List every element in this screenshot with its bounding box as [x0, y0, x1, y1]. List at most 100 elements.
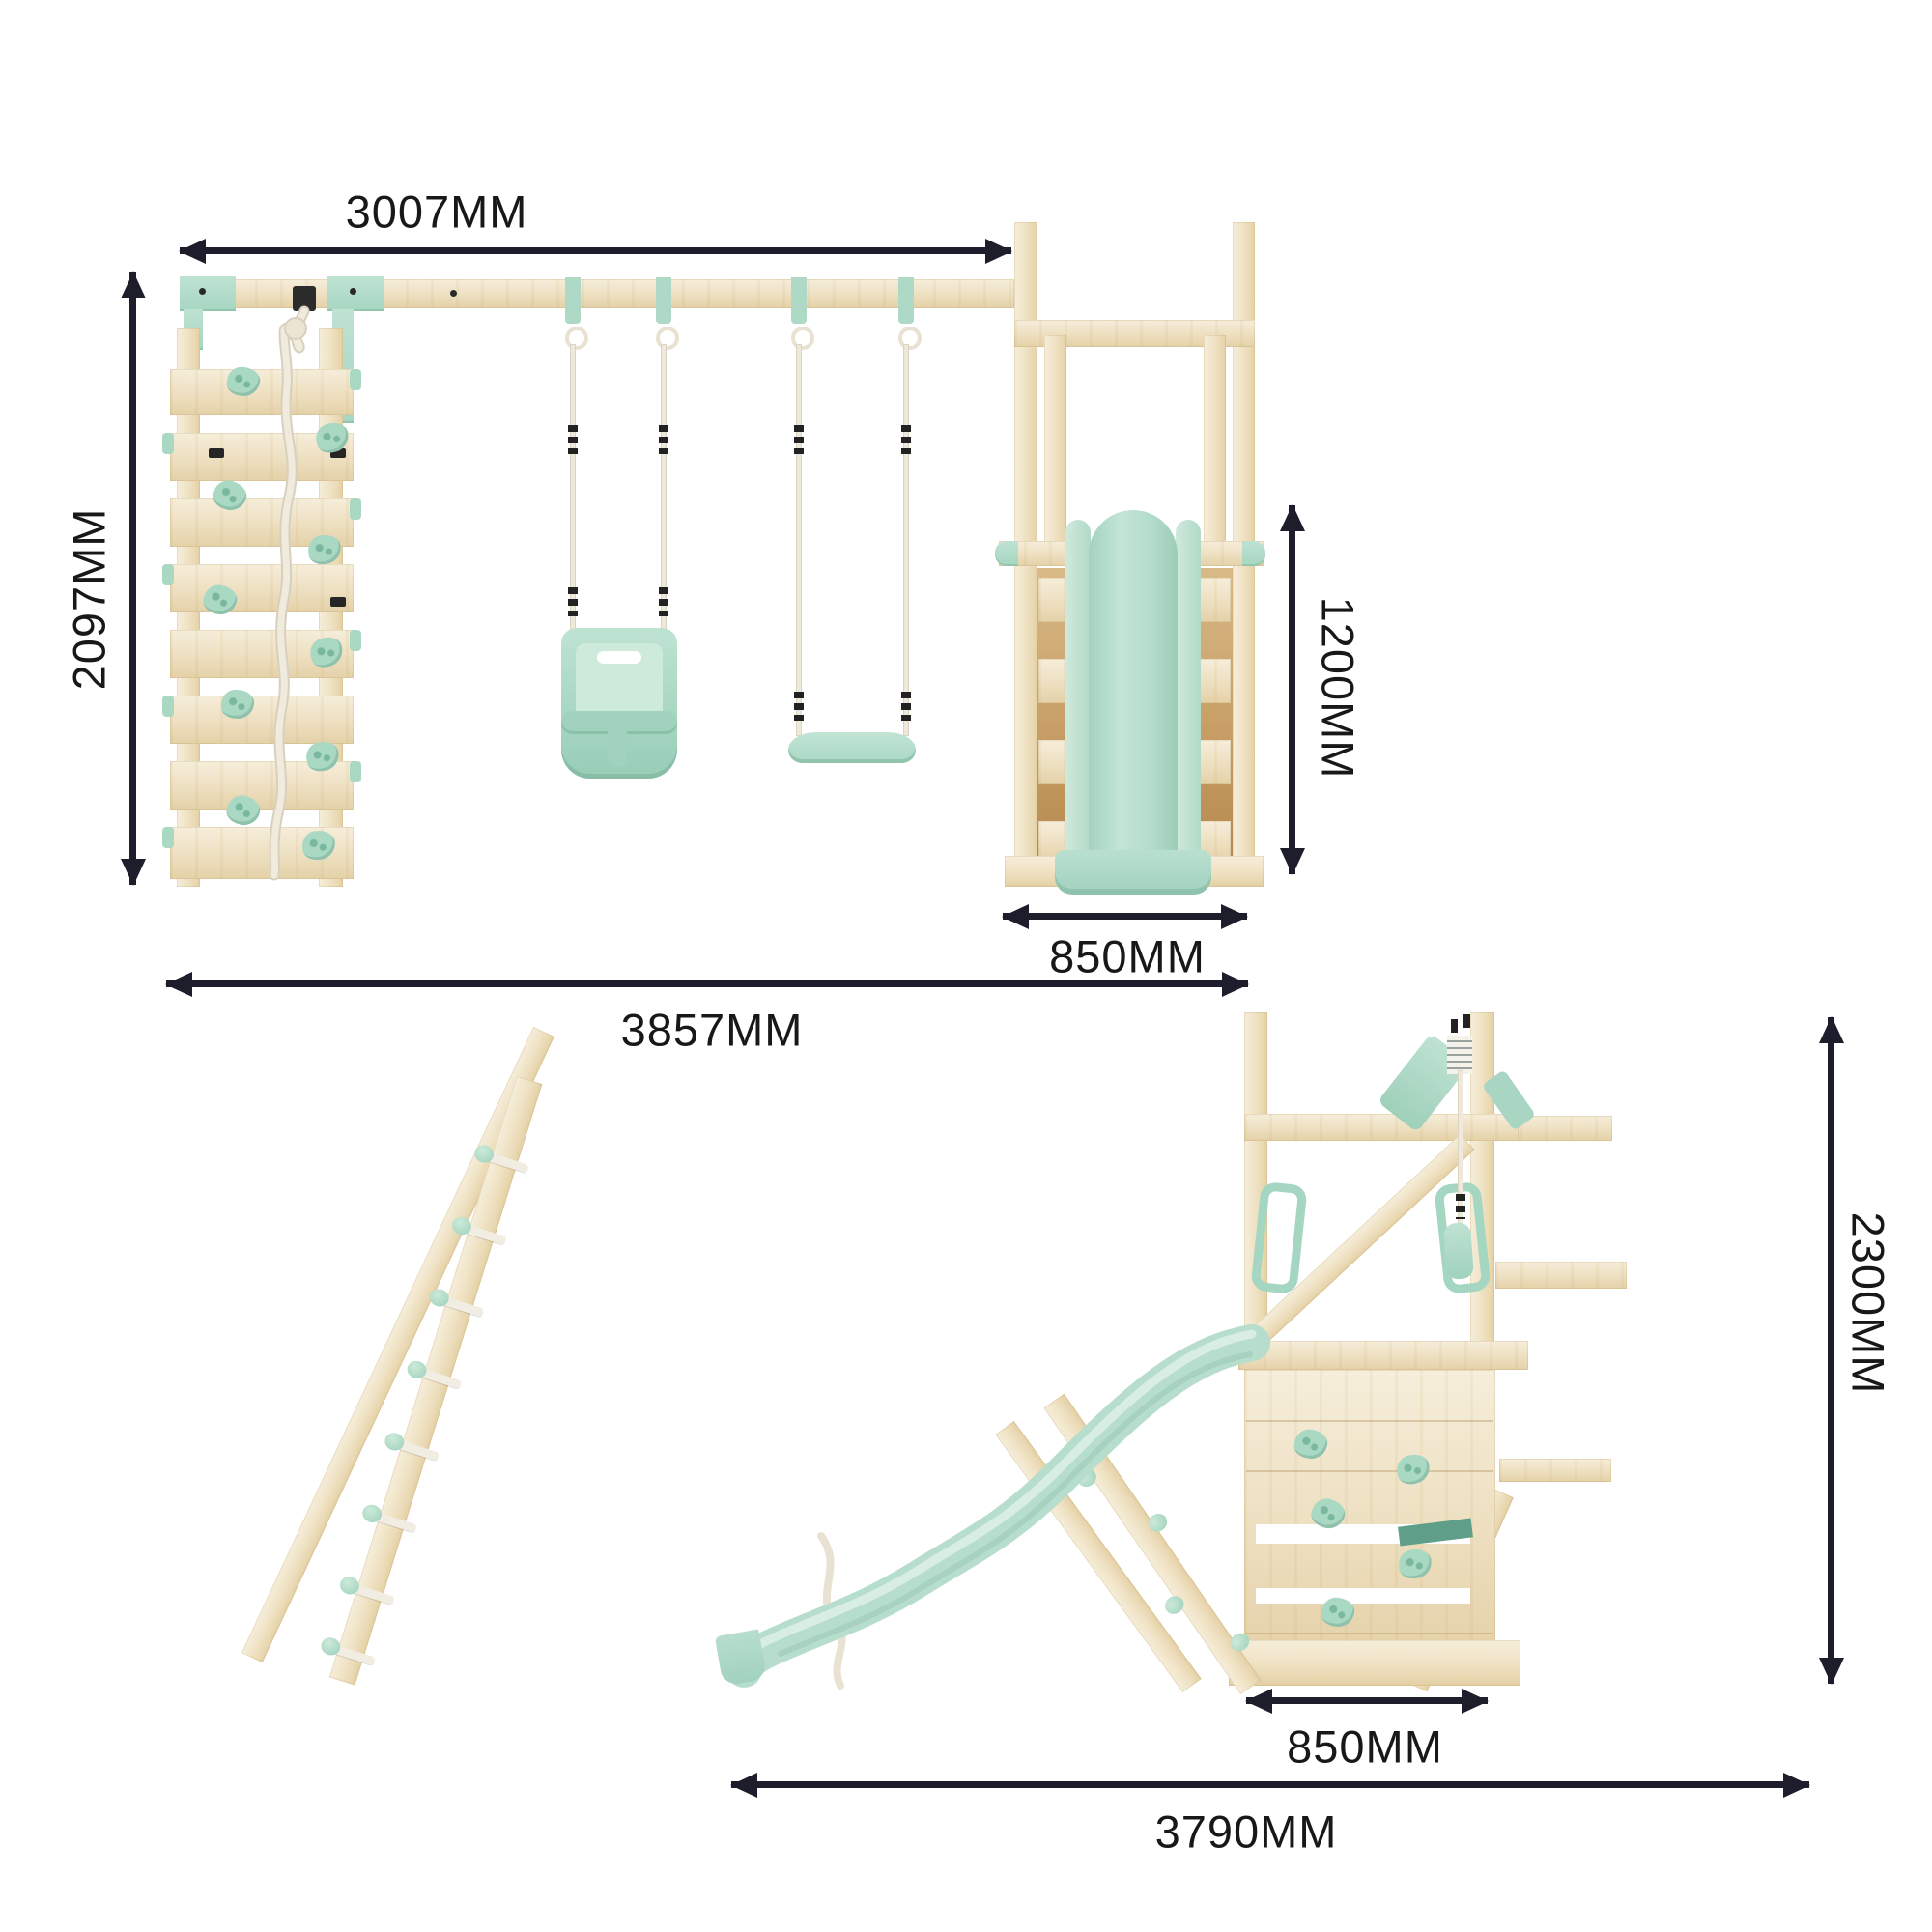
tower-base-plate-side: [1229, 1640, 1520, 1686]
swing-shackle-ring: [565, 327, 588, 350]
platform-cap-left: [995, 541, 1018, 566]
rope-grip: [901, 425, 911, 454]
slide-front-exit-flare: [1055, 850, 1211, 895]
front-view-diagram: 3007MM 2097MM 1200MM 850MM 3857MM: [63, 185, 1364, 1056]
tower-inner-post-left: [1044, 335, 1066, 554]
slat-bracket: [350, 369, 361, 390]
aframe-cross-brace: [1495, 1262, 1627, 1289]
slat-bracket: [162, 827, 174, 848]
swing-hanger: [791, 277, 807, 324]
bolt: [1451, 1019, 1458, 1033]
swing-hanger: [565, 277, 581, 324]
rope-grip: [568, 425, 578, 454]
plank-seam: [1246, 1470, 1493, 1472]
slat-bracket: [162, 696, 174, 717]
swing-rope: [661, 344, 667, 634]
dimension-wall-height-label: 2097MM: [63, 507, 115, 691]
dimension-overall-depth-label: 3790MM: [1154, 1805, 1338, 1858]
slide-front-bed: [1089, 510, 1178, 866]
arrowhead-left-icon: [1002, 903, 1029, 929]
rope-grip: [659, 425, 668, 454]
swing-shackle-ring: [898, 327, 922, 350]
slide-side-view: [725, 1324, 1270, 1688]
arrowhead-down-icon: [1818, 1658, 1844, 1685]
arrowhead-left-icon: [730, 1772, 757, 1798]
dimension-overall-width-label: 3857MM: [620, 1004, 804, 1056]
rope-grip: [568, 587, 578, 616]
dimension-tower-width-label: 850MM: [1049, 930, 1206, 982]
rope-hook: [209, 448, 224, 458]
platform-cap-right: [1242, 541, 1265, 566]
arrowhead-up-icon: [1818, 1016, 1844, 1043]
arrowhead-up-icon: [1279, 504, 1305, 531]
dimension-overall-height-label: 2300MM: [1842, 1211, 1894, 1395]
dimension-tower-width-line: [1002, 903, 1248, 929]
swing-rope: [903, 344, 909, 736]
swing-rope: [796, 344, 802, 736]
baby-seat-crotch-strap: [608, 711, 627, 767]
arrowhead-right-icon: [985, 238, 1012, 264]
arrowhead-right-icon: [1221, 903, 1248, 929]
rope-grip: [794, 425, 804, 454]
screw: [450, 290, 457, 297]
swing-shackle-ring: [656, 327, 679, 350]
swing-rope: [570, 344, 576, 634]
dimension-beam-length-line: [179, 238, 1012, 264]
arrowhead-left-icon: [1245, 1688, 1272, 1714]
wall-slat: [170, 369, 354, 415]
slat-bracket: [162, 564, 174, 585]
dimension-slide-height-label: 1200MM: [1312, 596, 1364, 780]
rope-grip: [1456, 1194, 1465, 1219]
rope-grip: [794, 692, 804, 721]
arrowhead-left-icon: [179, 238, 206, 264]
slat-bracket: [350, 761, 361, 782]
flat-swing-seat: [788, 732, 916, 763]
arrowhead-up-icon: [120, 271, 146, 298]
plank-seam: [1246, 1420, 1493, 1422]
arrowhead-right-icon: [1783, 1772, 1810, 1798]
climbing-wall-side-panel: [1244, 1370, 1495, 1660]
arrowhead-down-icon: [120, 859, 146, 886]
beam-corner-bracket-left: [180, 276, 236, 311]
climbing-wall-front: [155, 307, 361, 887]
slide-front-right-rail: [1176, 520, 1201, 860]
platform-deck-side: [1238, 1341, 1528, 1370]
swing-hanger: [898, 277, 914, 324]
plank-seam: [1246, 1633, 1493, 1634]
dimension-overall-width-line: [165, 971, 1249, 997]
slat-bracket: [350, 498, 361, 520]
screw: [350, 288, 356, 295]
aframe-walkway: [1499, 1459, 1611, 1482]
dimension-overall-depth-line: [730, 1772, 1810, 1798]
rope-grip: [901, 692, 911, 721]
swing-beam: [180, 279, 1014, 308]
swing-shackle-ring: [791, 327, 814, 350]
wall-slat: [170, 564, 354, 612]
side-view-diagram: 2300MM 850MM 3790MM: [0, 966, 1932, 1932]
tower-inner-post-right: [1204, 335, 1226, 554]
slat-bracket: [162, 433, 174, 454]
rope-hook: [330, 597, 346, 607]
rope-hook: [330, 448, 346, 458]
dimension-beam-length-label: 3007MM: [345, 185, 528, 238]
dimension-overall-height-line: [1818, 1016, 1844, 1685]
wall-gap: [1256, 1588, 1470, 1604]
rope-grip: [659, 587, 668, 616]
slide-front-left-rail: [1065, 520, 1091, 860]
swing-hanger: [656, 277, 671, 324]
dimension-base-depth-line: [1245, 1688, 1489, 1714]
beam-end-strap: [1447, 1036, 1472, 1074]
arrowhead-down-icon: [1279, 848, 1305, 875]
beam-bracket-mid: [327, 276, 384, 311]
screw: [199, 288, 206, 295]
climbing-rope: [269, 305, 310, 881]
baby-seat-handle-slot: [597, 651, 641, 664]
arrowhead-left-icon: [165, 971, 192, 997]
dimension-base-depth-label: 850MM: [1287, 1720, 1443, 1773]
arrowhead-right-icon: [1462, 1688, 1489, 1714]
wall-slat: [170, 696, 354, 744]
bolt: [1463, 1014, 1470, 1028]
dimension-slide-height-line: [1279, 504, 1305, 875]
railing-top-rail: [1244, 1114, 1519, 1141]
